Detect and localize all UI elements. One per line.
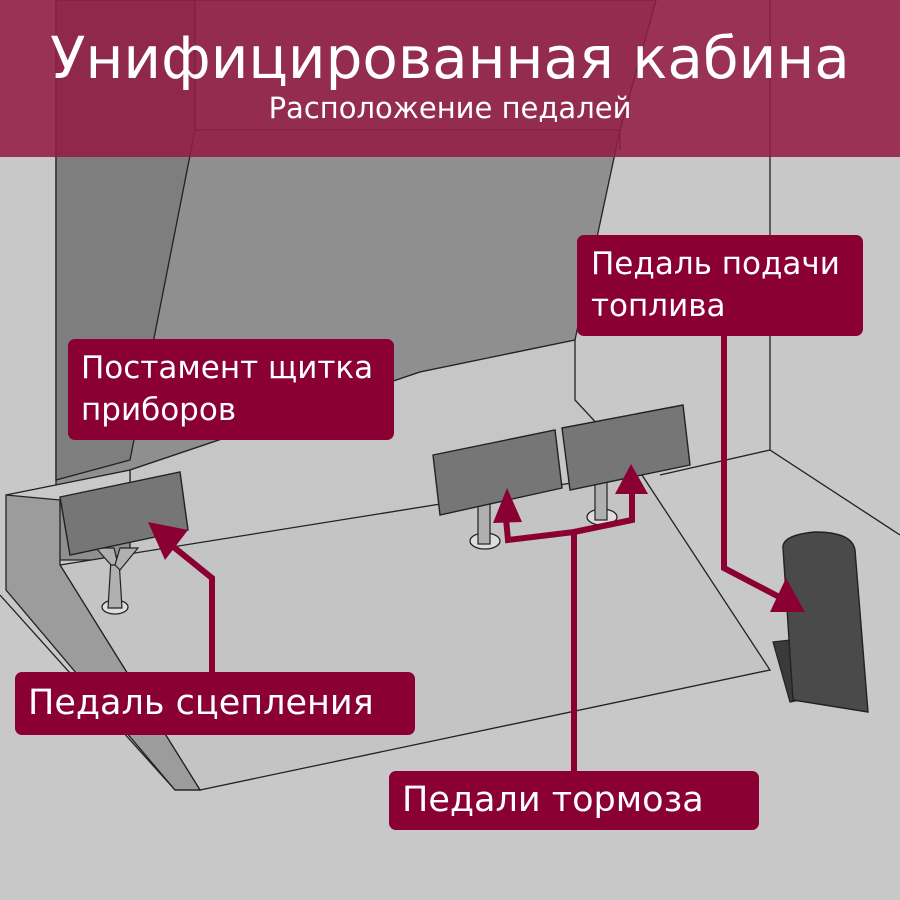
brake-pedal-right-pad bbox=[561, 404, 691, 491]
brake-pedal-left bbox=[432, 429, 563, 550]
brake-pedal-right bbox=[561, 404, 691, 526]
page-title: Унифицированная кабина bbox=[50, 24, 850, 92]
page-subtitle: Расположение педалей bbox=[268, 91, 632, 125]
clutch-pedal-arm-right bbox=[114, 547, 140, 571]
clutch-pedal-label: Педаль сцепления bbox=[15, 672, 415, 735]
brake-pedal-left-pad bbox=[432, 429, 563, 516]
clutch-arrow-line bbox=[163, 537, 215, 680]
brake-arrow-head-right bbox=[615, 464, 648, 494]
arrows bbox=[163, 330, 787, 772]
fuel-arrow-line bbox=[721, 330, 787, 603]
brake-arrow-line-right bbox=[573, 486, 635, 535]
fuel-pedal-label: Педаль подачи топлива bbox=[577, 235, 863, 336]
fuel-pedal-pad bbox=[782, 531, 869, 713]
arrow-heads bbox=[148, 464, 805, 612]
brake-arrow-line-left bbox=[502, 507, 577, 772]
header-banner: Унифицированная кабина Расположение педа… bbox=[0, 0, 900, 157]
floor-back-edge bbox=[659, 449, 771, 476]
fuel-pedal bbox=[772, 531, 869, 713]
clutch-arrow-head bbox=[148, 522, 188, 560]
dashboard-pedestal-label: Постамент щитка приборов bbox=[68, 339, 394, 440]
fuel-arrow-head bbox=[770, 578, 805, 612]
brake-pedals-label: Педали тормоза bbox=[389, 771, 759, 830]
brake-arrow-head-left bbox=[493, 488, 522, 523]
